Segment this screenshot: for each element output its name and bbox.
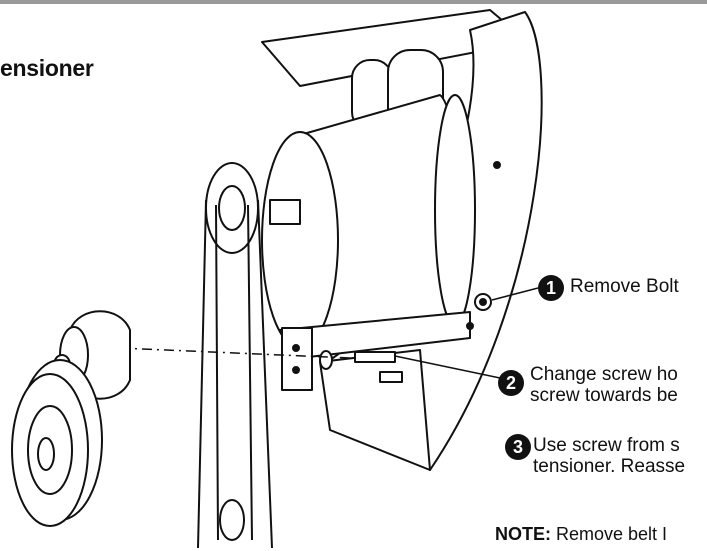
step-1: 1 Remove Bolt [538,275,679,301]
step-1-line-1: Remove Bolt [570,276,679,297]
center-line [119,347,351,359]
bracket-flange [281,327,313,391]
step-2: 2 Change screw ho screw towards be [498,364,678,406]
leader-1 [491,287,539,301]
washer [319,350,333,370]
lower-panel [319,349,431,471]
step-1-badge: 1 [538,275,564,301]
step-2-line-2: screw towards be [530,385,678,406]
tension-screw [354,351,396,363]
motor-shaft [269,199,301,225]
motor-pulley-hub [218,185,246,231]
step-3-line-1: Use screw from s [533,435,680,456]
note-text: Remove belt I [551,524,668,544]
step-3-line-2: tensioner. Reasse [533,456,686,477]
step-2-line-1: Change screw ho [530,364,678,385]
motor-rear-face [434,94,476,326]
step-2-badge: 2 [498,370,524,396]
top-divider [0,0,707,4]
step-3-badge: 3 [505,434,531,460]
screw-2 [379,371,403,383]
tensioner-hub [37,437,55,471]
motor-face [261,131,339,349]
drive-belt [197,199,273,549]
section-title: ensioner [0,55,94,81]
leader-2 [394,355,501,379]
step-3: 3 Use screw from s tensioner. Reasse [505,434,685,477]
note: NOTE: Remove belt I [495,524,667,545]
note-label: NOTE: [495,524,551,544]
